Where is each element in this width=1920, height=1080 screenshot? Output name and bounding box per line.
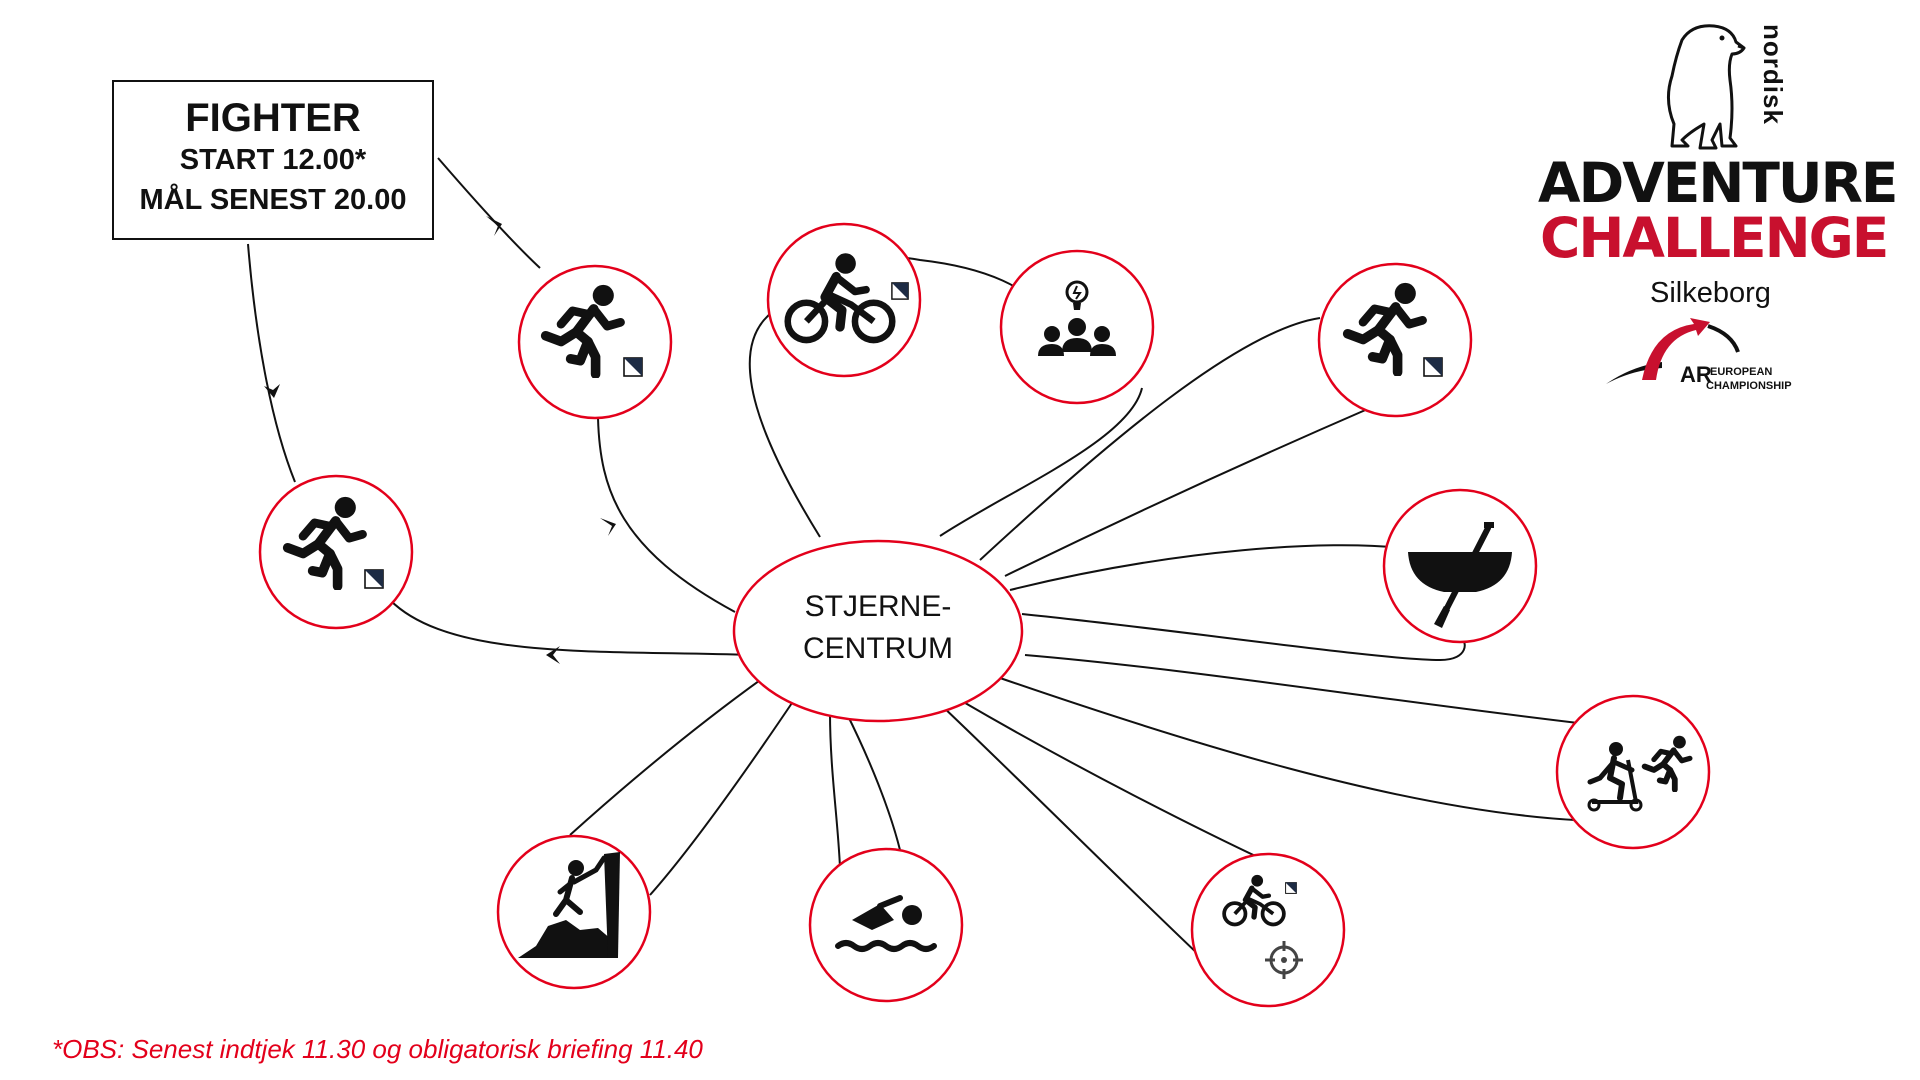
scooter-runner-icon	[1587, 736, 1690, 812]
line-hub-swim-2	[845, 711, 901, 851]
line-hub-run-right-2	[1004, 407, 1371, 577]
station-run-orienteering-left	[258, 474, 414, 630]
station-scooter-run	[1555, 694, 1711, 850]
arrow-icon	[600, 518, 616, 536]
logo-brand: nordisk	[1758, 24, 1788, 125]
line-hub-to-run-left	[389, 599, 751, 656]
direction-arrows	[264, 216, 616, 664]
station-climb	[496, 834, 652, 990]
swimmer-icon	[835, 895, 937, 952]
hub-label-line1: STJERNE-	[804, 590, 952, 623]
station-canoe	[1382, 488, 1538, 644]
line-hub-canoe-1	[1009, 544, 1401, 591]
climber-icon	[518, 852, 620, 958]
ar-swoosh-icon	[1606, 318, 1740, 384]
logo-title-line1: ADVENTURE	[1538, 151, 1898, 215]
station-bike-orienteering	[766, 222, 922, 378]
station-run-orienteering-right	[1317, 262, 1473, 418]
line-run-left-to-start	[247, 243, 296, 483]
arrow-icon	[264, 384, 280, 398]
line-hub-scooter-2	[999, 677, 1576, 821]
orienteering-flag-icon	[1423, 357, 1443, 377]
arrow-icon	[546, 646, 560, 664]
logo-title-line2: CHALLENGE	[1540, 206, 1889, 270]
line-run-to-hub	[597, 417, 736, 613]
line-hub-climb-1	[569, 672, 771, 836]
orienteering-flag-icon	[1285, 882, 1297, 894]
finish-deadline: MÅL SENEST 20.00	[139, 184, 407, 216]
logo-city: Silkeborg	[1650, 277, 1771, 309]
footnote: *OBS: Senest indtjek 11.30 og obligatori…	[52, 1034, 703, 1064]
line-hub-canoe-2	[1021, 613, 1466, 662]
line-hub-bike-shoot-2	[939, 703, 1201, 957]
hub-label-line2: CENTRUM	[803, 632, 953, 665]
line-hub-swim-1	[829, 712, 841, 869]
orienteering-flag-icon	[623, 357, 643, 377]
line-hub-bike-shoot-1	[959, 699, 1269, 863]
station-team-task	[999, 249, 1155, 405]
line-hub-climb-2	[649, 699, 795, 896]
station-bike-shooting	[1190, 852, 1346, 1008]
start-time: START 12.00*	[179, 144, 367, 176]
station-run-orienteering-top	[517, 264, 673, 420]
hub-label: STJERNE- CENTRUM	[734, 586, 1022, 670]
line-start-to-run	[437, 157, 541, 269]
line-hub-team	[939, 387, 1143, 537]
polar-bear-icon	[1667, 24, 1746, 150]
orienteering-flag-icon	[364, 569, 384, 589]
ar-subtitle-line1: EUROPEAN	[1710, 366, 1773, 378]
hub-ellipse	[732, 539, 1024, 723]
category-title: FIGHTER	[185, 96, 361, 140]
ar-badge: AR	[1680, 362, 1712, 387]
target-icon	[1265, 941, 1303, 979]
line-hub-run-right-1	[979, 317, 1321, 561]
orienteering-flag-icon	[891, 282, 909, 300]
race-info-box: FIGHTER START 12.00* MÅL SENEST 20.00	[112, 80, 434, 240]
ar-subtitle-line2: CHAMPIONSHIP	[1706, 380, 1792, 392]
canoe-paddle-icon	[1408, 522, 1512, 628]
arrow-icon	[486, 216, 502, 236]
station-swim	[808, 847, 964, 1003]
event-logo: nordisk ADVENTURE CHALLENGE Silkeborg AR…	[1530, 20, 1910, 400]
line-hub-scooter-1	[1024, 654, 1596, 726]
team-idea-icon	[1038, 280, 1116, 356]
